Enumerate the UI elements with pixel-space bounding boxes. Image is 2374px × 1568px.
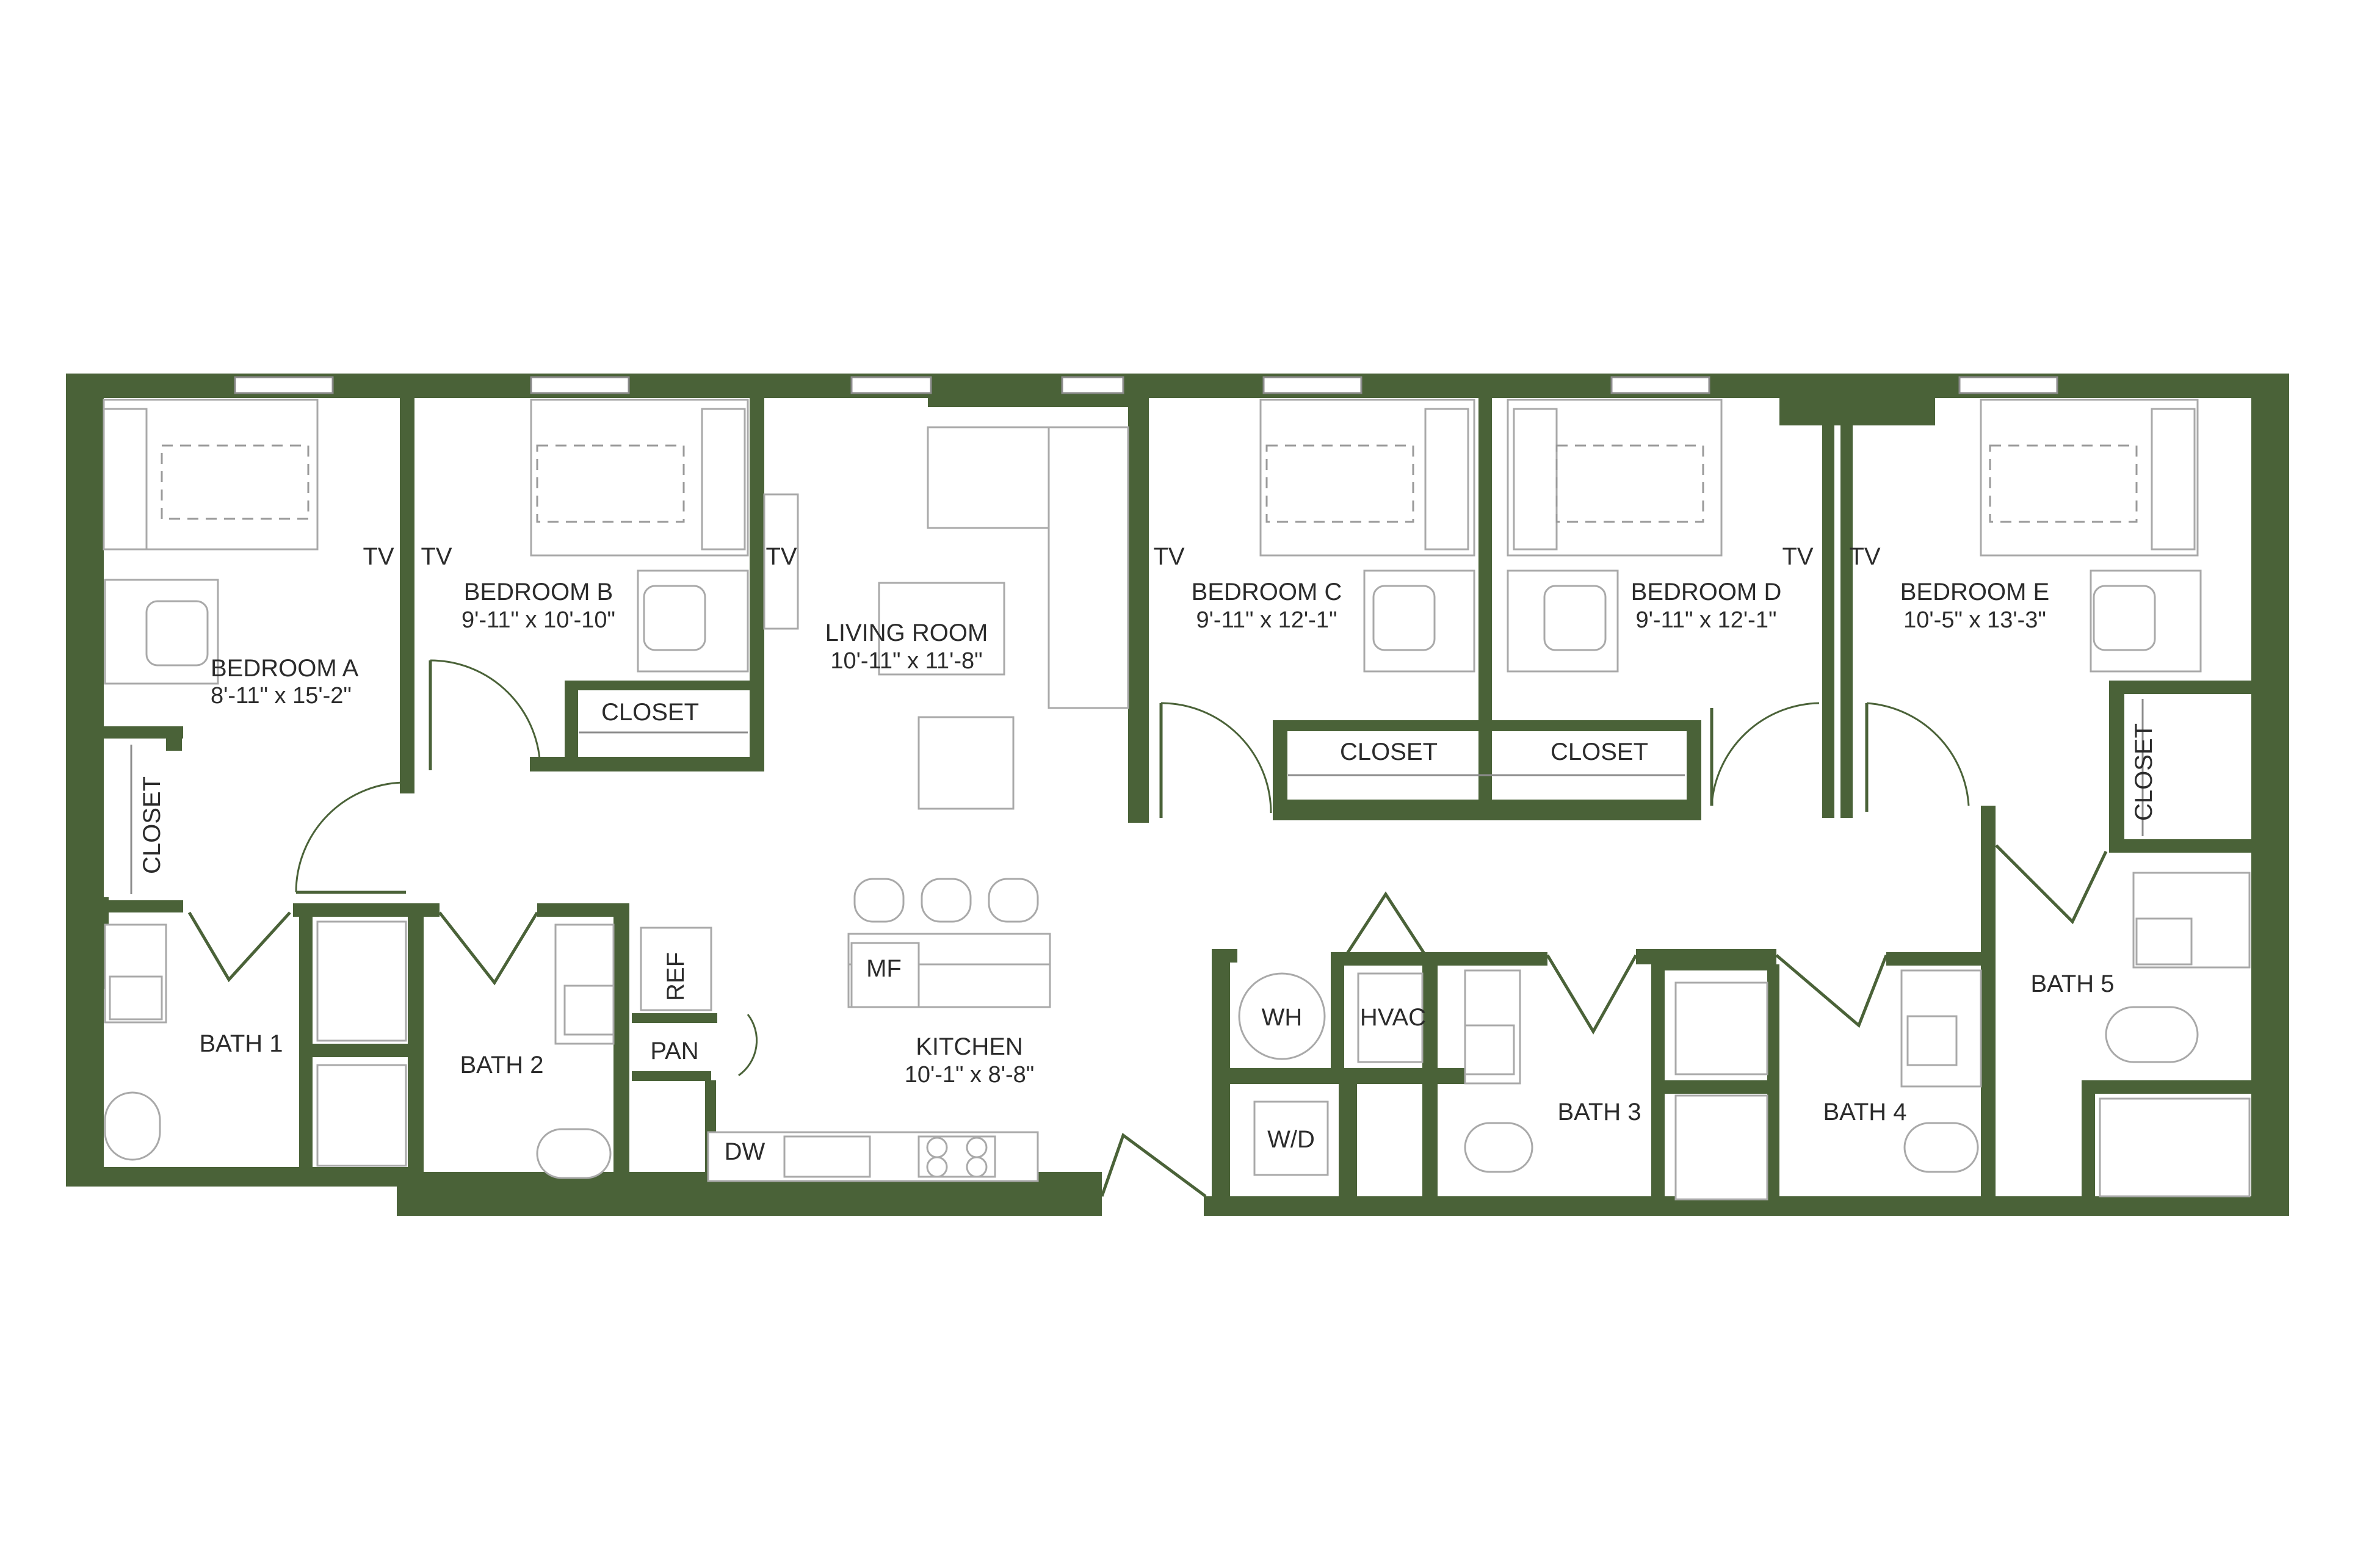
tv-label-living: TV — [765, 543, 797, 570]
exterior-walls — [66, 374, 2289, 1216]
closet-label-d: CLOSET — [1551, 739, 1648, 765]
bedroom-b-name: BEDROOM B — [464, 579, 613, 605]
tv-label-a: TV — [363, 543, 394, 570]
kitchen-dim: 10'-1" x 8'-8" — [905, 1062, 1035, 1088]
bedroom-d-dim: 9'-11" x 12'-1" — [1636, 607, 1777, 633]
tv-label-d: TV — [1782, 543, 1813, 570]
bedroom-e-dim: 10'-5" x 13'-3" — [1903, 607, 2046, 633]
hvac-label: HVAC — [1360, 1004, 1426, 1031]
pan-label: PAN — [650, 1038, 698, 1064]
tv-label-c: TV — [1153, 543, 1184, 570]
tv-label-b: TV — [421, 543, 452, 570]
bedroom-c-name: BEDROOM C — [1192, 579, 1342, 605]
interior-walls — [98, 397, 2259, 1209]
dw-label: DW — [725, 1138, 765, 1165]
closet-labels: CLOSET CLOSET CLOSET CLOSET CLOSET — [139, 699, 2157, 874]
room-labels: BEDROOM A 8'-11" x 15'-2" BEDROOM B 9'-1… — [199, 579, 2114, 1125]
bath-5-label: BATH 5 — [2030, 970, 2114, 997]
windows — [234, 376, 2058, 394]
bedroom-c-dim: 9'-11" x 12'-1" — [1196, 607, 1337, 633]
closet-label-b: CLOSET — [601, 699, 699, 726]
tv-labels: TV TV TV TV TV TV — [363, 543, 1880, 570]
closet-label-c: CLOSET — [1340, 739, 1438, 765]
kitchen-name: KITCHEN — [916, 1033, 1023, 1060]
closet-label-a: CLOSET — [139, 776, 165, 874]
bedroom-e-name: BEDROOM E — [1900, 579, 2049, 605]
tv-label-e: TV — [1849, 543, 1880, 570]
living-room-dim: 10'-11" x 11'-8" — [830, 648, 982, 674]
bedroom-a-name: BEDROOM A — [211, 655, 359, 682]
furniture — [103, 399, 2251, 1201]
wd-label: W/D — [1267, 1126, 1315, 1153]
doors[interactable] — [187, 659, 2108, 1198]
bath-3-label: BATH 3 — [1557, 1099, 1641, 1125]
wh-label: WH — [1262, 1004, 1303, 1031]
mf-label: MF — [866, 955, 902, 982]
fixture-labels: REF PAN DW MF WH HVAC W/D — [650, 952, 1426, 1165]
bedroom-b-dim: 9'-11" x 10'-10" — [461, 607, 615, 633]
living-room-name: LIVING ROOM — [825, 620, 988, 646]
bedroom-d-name: BEDROOM D — [1631, 579, 1782, 605]
bedroom-a-dim: 8'-11" x 15'-2" — [211, 683, 352, 709]
bath-4-label: BATH 4 — [1823, 1099, 1906, 1125]
bath-1-label: BATH 1 — [199, 1030, 283, 1057]
ref-label: REF — [662, 952, 689, 1001]
closet-label-e: CLOSET — [2130, 723, 2157, 821]
bath-2-label: BATH 2 — [460, 1052, 543, 1078]
